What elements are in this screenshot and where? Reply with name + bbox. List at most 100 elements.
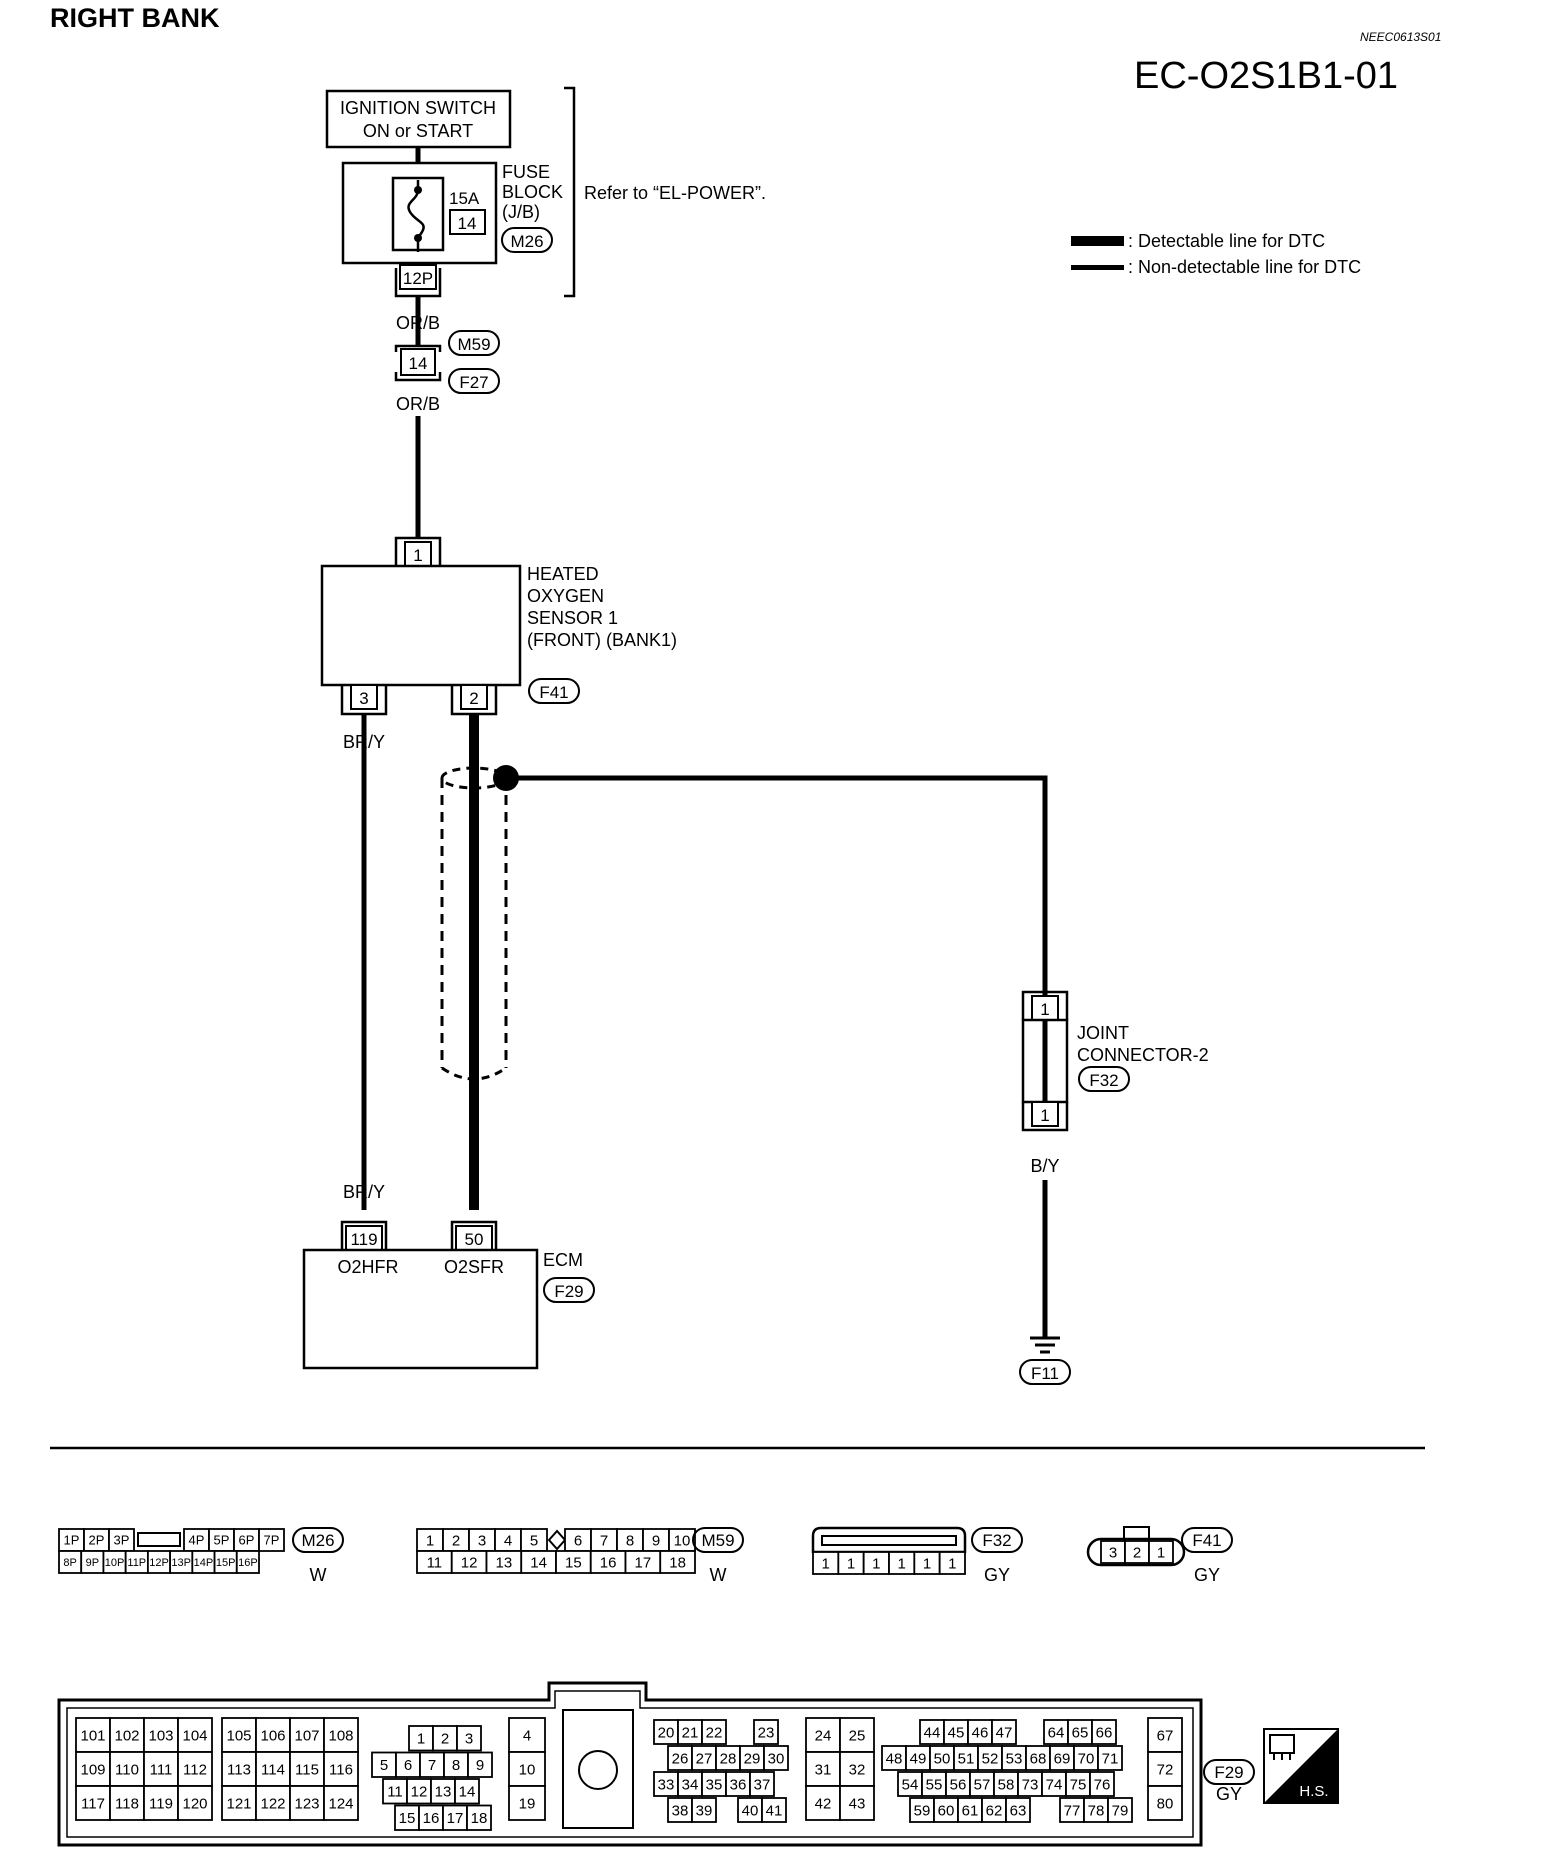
m59-pin: 9 xyxy=(652,1532,660,1549)
f29-pin: 80 xyxy=(1157,1795,1174,1812)
f29-pin-cell xyxy=(1091,1719,1117,1745)
ground-symbol: F11 xyxy=(1019,1336,1071,1385)
ecm-terminal-o2hfr: O2HFR xyxy=(337,1257,398,1277)
ground-connector-badge xyxy=(1019,1359,1071,1385)
f29-pin: 101 xyxy=(80,1727,105,1744)
f29-pin: 49 xyxy=(910,1750,927,1767)
f29-pin: 34 xyxy=(682,1776,699,1793)
f29-pin-cell xyxy=(763,1745,789,1771)
f29-pin: 52 xyxy=(982,1750,999,1767)
m26-pin: 15P xyxy=(216,1557,236,1569)
f29-pin-cell xyxy=(395,1751,421,1778)
ecm-connector-badge xyxy=(543,1277,595,1303)
refer-text: Refer to “EL-POWER”. xyxy=(584,183,766,203)
m26-pin: 3P xyxy=(114,1533,130,1548)
f29-guide-hole xyxy=(578,1750,618,1790)
m26-pin: 9P xyxy=(86,1557,99,1569)
f29-pin: 68 xyxy=(1030,1750,1047,1767)
harness-connector-b: F27 xyxy=(459,373,488,392)
fuse-terminal-bottom xyxy=(414,234,422,242)
f29-pin: 67 xyxy=(1157,1727,1174,1744)
f29-pin: 10 xyxy=(519,1761,536,1778)
sensor-name-4: (FRONT) (BANK1) xyxy=(527,630,677,650)
f32-pin: 1 xyxy=(897,1555,905,1572)
m26-pin: 16P xyxy=(238,1557,258,1569)
sensor-pin2: 2 xyxy=(469,689,478,708)
f29-pin-cell xyxy=(943,1719,969,1745)
m26-pin: 5P xyxy=(214,1533,230,1548)
f29-pin: 31 xyxy=(815,1761,832,1778)
f29-pin: 46 xyxy=(972,1724,989,1741)
f29-pin-cell xyxy=(967,1719,993,1745)
f29-pin: 13 xyxy=(435,1784,452,1801)
f29-pin-cell xyxy=(749,1771,775,1797)
joint-connector-badge xyxy=(1078,1066,1130,1092)
f29-pin: 117 xyxy=(81,1795,105,1812)
f29-pin: 70 xyxy=(1078,1750,1095,1767)
f29-pin-cell xyxy=(933,1797,959,1823)
f41-pin: 1 xyxy=(1157,1544,1165,1561)
f29-pin: 122 xyxy=(260,1795,285,1812)
sensor-box xyxy=(320,564,522,687)
ecm-name: ECM xyxy=(543,1250,583,1270)
m59-pin: 11 xyxy=(427,1554,443,1571)
f29-pin-cell xyxy=(289,1785,325,1821)
f29-pin: 42 xyxy=(815,1795,832,1812)
m26-pin: 2P xyxy=(89,1533,105,1548)
f32-id-badge xyxy=(971,1527,1023,1553)
f29-pin-cell xyxy=(805,1751,841,1787)
joint-top-pin: 1 xyxy=(1040,1000,1049,1019)
f29-pin-cell xyxy=(677,1771,703,1797)
m59-key xyxy=(547,1529,567,1551)
page-title: RIGHT BANK xyxy=(50,3,220,33)
f29-pin: 28 xyxy=(720,1750,737,1767)
f29-pin: 57 xyxy=(974,1776,991,1793)
f29-pin: 6 xyxy=(404,1757,412,1774)
f29-pin: 16 xyxy=(423,1810,440,1827)
f29-pin-cell xyxy=(653,1771,679,1797)
reference-code: NEEC0613S01 xyxy=(1360,30,1441,44)
m59-pin: 14 xyxy=(530,1554,547,1571)
f32-id: F32 xyxy=(982,1531,1011,1550)
m59-pin: 15 xyxy=(565,1554,582,1571)
m59-pin: 3 xyxy=(478,1532,486,1549)
f29-pin-cell xyxy=(1147,1785,1183,1821)
f29-pin: 27 xyxy=(696,1750,713,1767)
f29-pin-cell xyxy=(143,1785,179,1821)
f32-pin: 1 xyxy=(872,1555,880,1572)
f29-pin-cell xyxy=(1089,1771,1115,1797)
f41-pin: 2 xyxy=(1133,1544,1141,1561)
f29-pin-cell xyxy=(466,1804,492,1831)
ecm-box xyxy=(302,1248,539,1370)
f41-id: F41 xyxy=(1192,1531,1221,1550)
f29-pin-cell xyxy=(323,1785,359,1821)
joint-name-1: JOINT xyxy=(1077,1023,1129,1043)
ignition-switch-label: IGNITION SWITCH xyxy=(340,98,496,118)
f29-pin-cell xyxy=(839,1785,875,1821)
joint-bottom-pin-box xyxy=(1031,1101,1059,1127)
harness-side-label: H.S. xyxy=(1299,1783,1328,1800)
joint-bottom-bracket xyxy=(1021,1102,1069,1132)
f29-pin: 118 xyxy=(115,1795,139,1812)
f29-pin-cell xyxy=(109,1717,145,1753)
f29-pin: 38 xyxy=(672,1802,689,1819)
f29-pin: 106 xyxy=(260,1727,285,1744)
fuse-block-label-3: (J/B) xyxy=(502,202,540,222)
fuse-block-label-1: FUSE xyxy=(502,162,550,182)
f29-pin: 30 xyxy=(768,1750,785,1767)
fuse-connector-badge xyxy=(501,227,553,253)
f29-pin-cell xyxy=(221,1717,257,1753)
fuse-number-box xyxy=(449,209,486,235)
f29-pin: 29 xyxy=(744,1750,761,1767)
f29-pin: 72 xyxy=(1157,1761,1174,1778)
f29-pin: 15 xyxy=(399,1810,416,1827)
joint-top-bracket xyxy=(1021,990,1069,1020)
harness-connector-badge-b xyxy=(448,368,500,394)
f29-pin: 26 xyxy=(672,1750,689,1767)
f32-bus xyxy=(821,1535,957,1546)
harness-bracket-top xyxy=(394,344,442,352)
